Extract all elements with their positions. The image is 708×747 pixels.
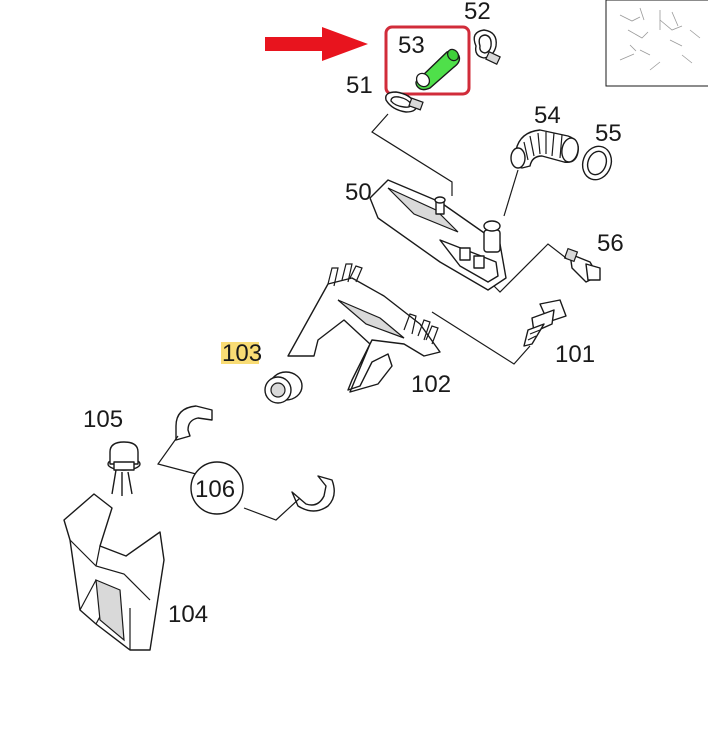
part-label-52[interactable]: 52 <box>464 0 491 25</box>
part-label-104[interactable]: 104 <box>168 601 208 628</box>
pointer-arrow <box>265 27 368 61</box>
o-ring-55-part <box>581 145 613 181</box>
part-label-56[interactable]: 56 <box>597 230 624 257</box>
leader-54 <box>503 169 519 217</box>
clip-106-lower-part <box>291 475 335 512</box>
part-label-50[interactable]: 50 <box>345 179 372 206</box>
valve-56-part <box>563 247 601 283</box>
clip-106-upper-part <box>175 405 213 441</box>
label-highlight-103 <box>221 342 259 364</box>
part-label-101[interactable]: 101 <box>555 341 595 368</box>
leader-101 <box>431 311 531 365</box>
part-label-103[interactable]: 103 <box>222 340 262 367</box>
screw-101-part <box>523 299 567 347</box>
rivet-105-part <box>107 441 141 496</box>
bracket-102-part <box>287 263 441 393</box>
leader-56 <box>493 243 567 293</box>
part-label-106[interactable]: 106 <box>195 476 235 503</box>
part-label-55[interactable]: 55 <box>595 120 622 147</box>
part-label-53[interactable]: 53 <box>398 32 425 59</box>
highlight-box <box>384 25 471 96</box>
overview-thumbnail[interactable] <box>605 0 708 87</box>
part-label-54[interactable]: 54 <box>534 102 561 129</box>
leader-106 <box>157 435 301 521</box>
callout-circle-106 <box>190 461 244 515</box>
part-label-105[interactable]: 105 <box>83 406 123 433</box>
grommet-103-part <box>264 371 303 404</box>
hose-53-part <box>415 48 461 91</box>
part-label-51[interactable]: 51 <box>346 72 373 99</box>
part-label-102[interactable]: 102 <box>411 371 451 398</box>
corrugated-hose-54-part <box>510 129 579 169</box>
housing-50-part <box>369 179 507 291</box>
leader-51 <box>371 113 453 196</box>
clamp-52-part <box>473 29 501 65</box>
clamp-51-part <box>385 91 424 113</box>
panel-104-part <box>63 493 165 651</box>
